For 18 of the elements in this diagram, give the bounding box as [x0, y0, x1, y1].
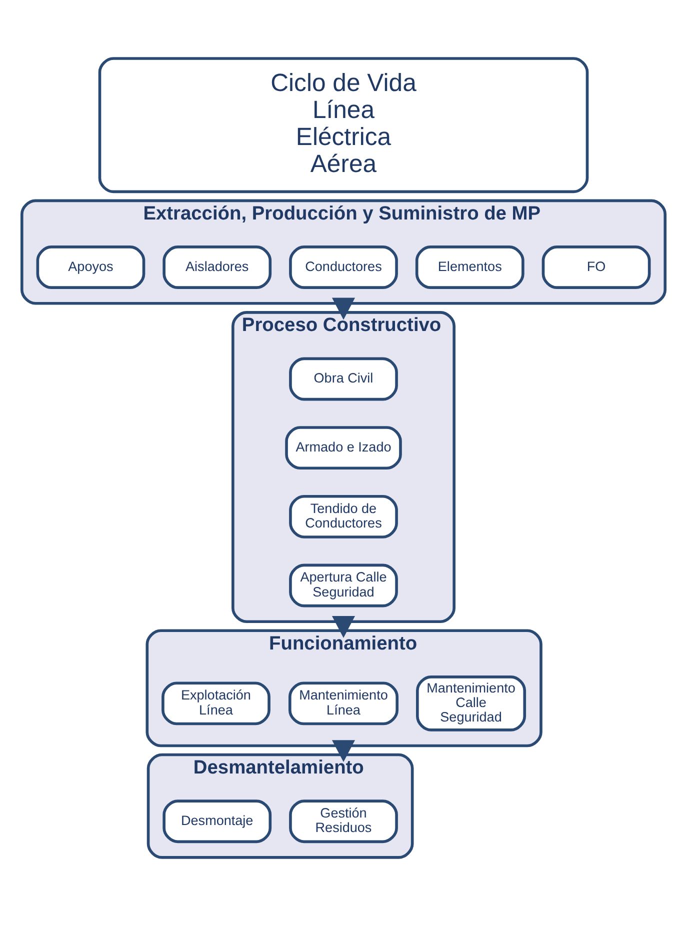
arrow [332, 298, 356, 320]
node-box: Explotación Línea [162, 682, 270, 726]
node-box: Desmontaje [162, 800, 272, 844]
node-box: Elementos [415, 246, 524, 289]
node-box: Apoyos [36, 246, 146, 289]
node-box: Gestión Residuos [289, 800, 398, 844]
node-box: Ciclo de Vida Línea Eléctrica Aérea [98, 57, 589, 194]
node-box: Apertura Calle Seguridad [289, 564, 398, 608]
node-box: Mantenimiento Línea [288, 682, 399, 726]
node-box: Mantenimiento Calle Seguridad [416, 676, 526, 732]
node-box: Armado e Izado [285, 426, 402, 470]
arrow [332, 616, 356, 638]
node-box: Obra Civil [289, 357, 398, 401]
node-box: Aisladores [162, 246, 272, 289]
node-box: Tendido de Conductores [289, 494, 398, 538]
arrow [332, 740, 356, 762]
node-box: Conductores [289, 246, 398, 289]
node-box: FO [542, 246, 651, 289]
